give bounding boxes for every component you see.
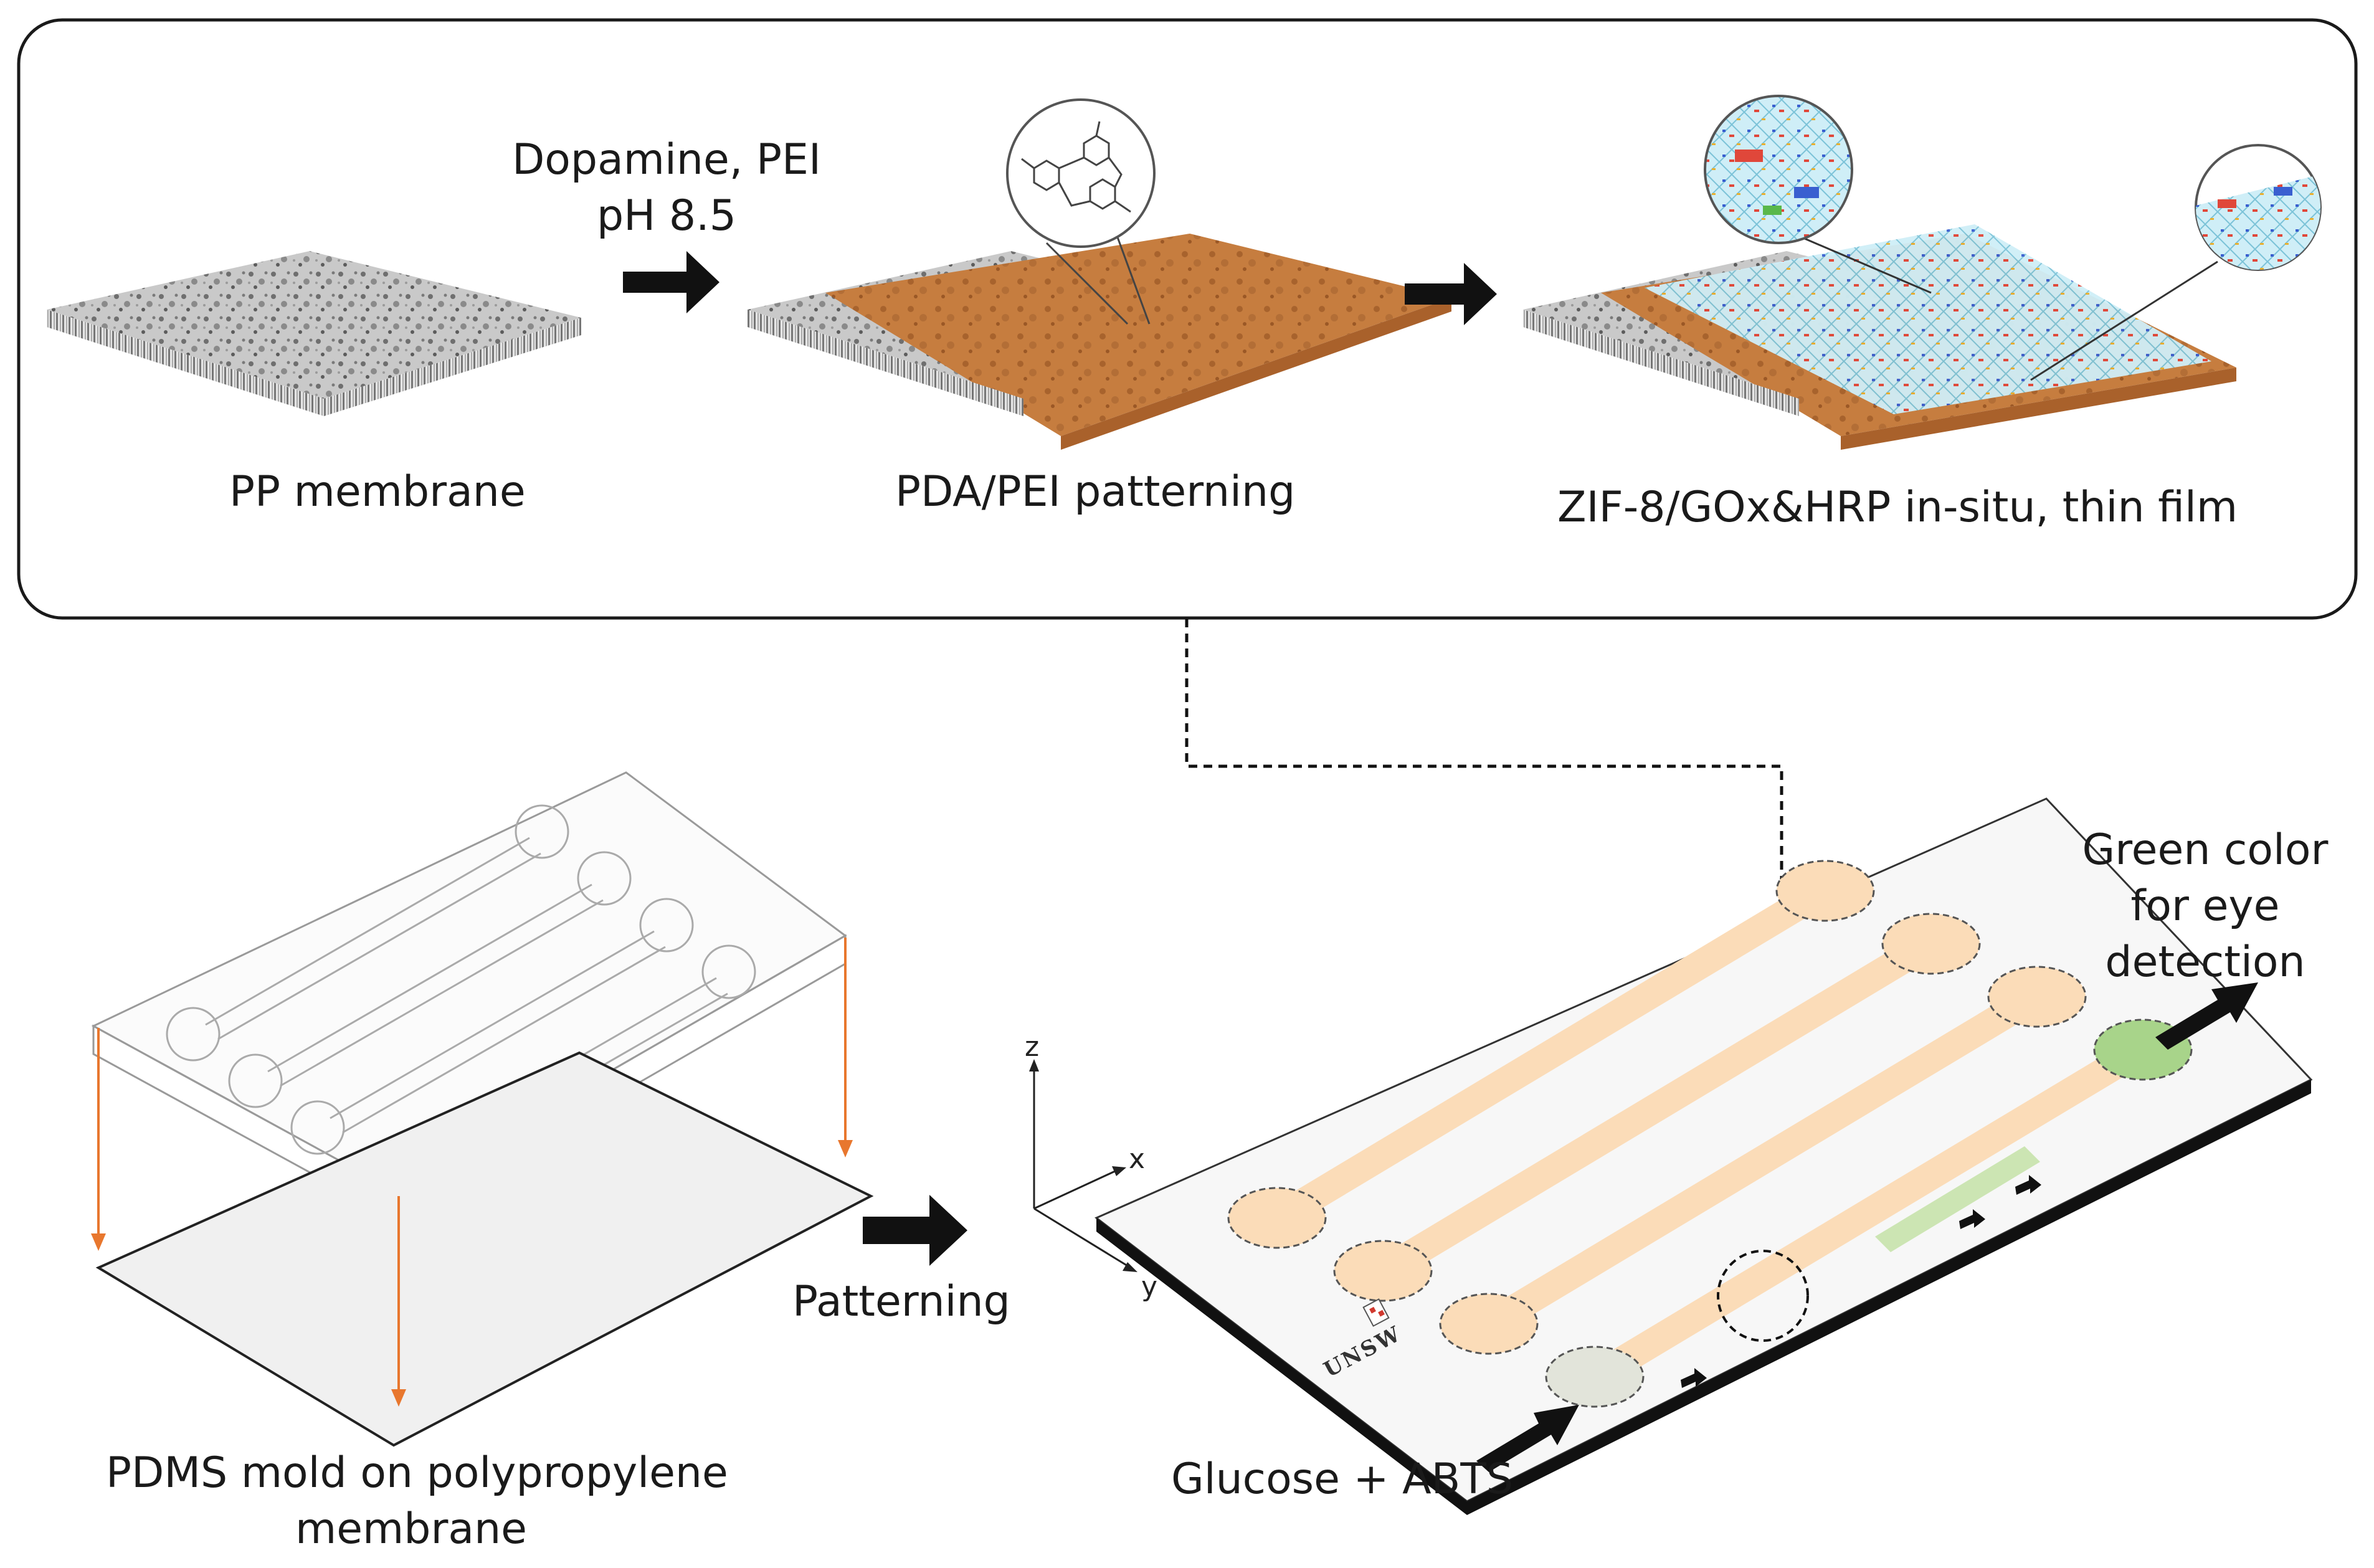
pda-pei-membrane-sheet: [748, 234, 1451, 450]
inlet-arrow: [1476, 1405, 1579, 1472]
zif8-membrane-sheet: [1523, 224, 2236, 450]
zif8-magnifier-left: [1704, 95, 1932, 294]
device-zoom-circle: [1717, 1250, 1809, 1342]
green-color-line1: Green color: [2082, 825, 2329, 875]
pdms-mold-line2: membrane: [295, 1504, 528, 1554]
green-color-detection-label: Green color for eye detection: [2043, 822, 2367, 990]
pp-membrane-sheet: [47, 251, 581, 416]
zif8-magnifier-right: [2030, 144, 2322, 381]
dopamine-pei-line2: pH 8.5: [596, 191, 737, 240]
mold-assembly-arrows: [91, 938, 853, 1407]
polypropylene-base-sheet: [95, 1051, 874, 1447]
channel-2: [1333, 913, 1981, 1302]
molecule-magnifier: [1006, 98, 1156, 325]
dopamine-pei-line1: Dopamine, PEI: [511, 135, 822, 184]
pdms-mold-label: PDMS mold on polypropylene membrane: [106, 1445, 728, 1557]
pdms-mold-line1: PDMS mold on polypropylene: [106, 1448, 728, 1498]
outlet-arrow: [2155, 982, 2258, 1050]
step1-arrow: [623, 251, 719, 313]
channel-1: [1227, 860, 1875, 1249]
axis-x-label: x: [1129, 1143, 1146, 1175]
pda-pei-patterning-label: PDA/PEI patterning: [895, 467, 1296, 516]
glucose-abts-label: Glucose + ABTS: [1171, 1455, 1514, 1504]
patterning-arrow: [863, 1195, 967, 1266]
green-color-line3: detection: [2105, 937, 2305, 987]
pp-membrane-label: PP membrane: [229, 467, 526, 516]
zif8-thin-film-label: ZIF-8/GOx&HRP in-situ, thin film: [1557, 483, 2238, 532]
inlet-reservoir: [1545, 1346, 1645, 1408]
channels: [1227, 860, 2193, 1408]
unsw-logo: [1362, 1298, 1390, 1327]
green-color-line2: for eye: [2130, 881, 2280, 931]
patterning-label: Patterning: [792, 1277, 1010, 1326]
axis-z-label: z: [1025, 1031, 1040, 1063]
channel-3: [1439, 966, 2087, 1355]
xyz-axes: [1029, 1059, 1137, 1272]
dopamine-pei-label: Dopamine, PEI pH 8.5: [492, 132, 841, 244]
axis-y-label: y: [1141, 1271, 1158, 1303]
step2-arrow: [1405, 263, 1497, 325]
flow-arrows: [1681, 1175, 2041, 1388]
channel-4: [1545, 1019, 2193, 1408]
